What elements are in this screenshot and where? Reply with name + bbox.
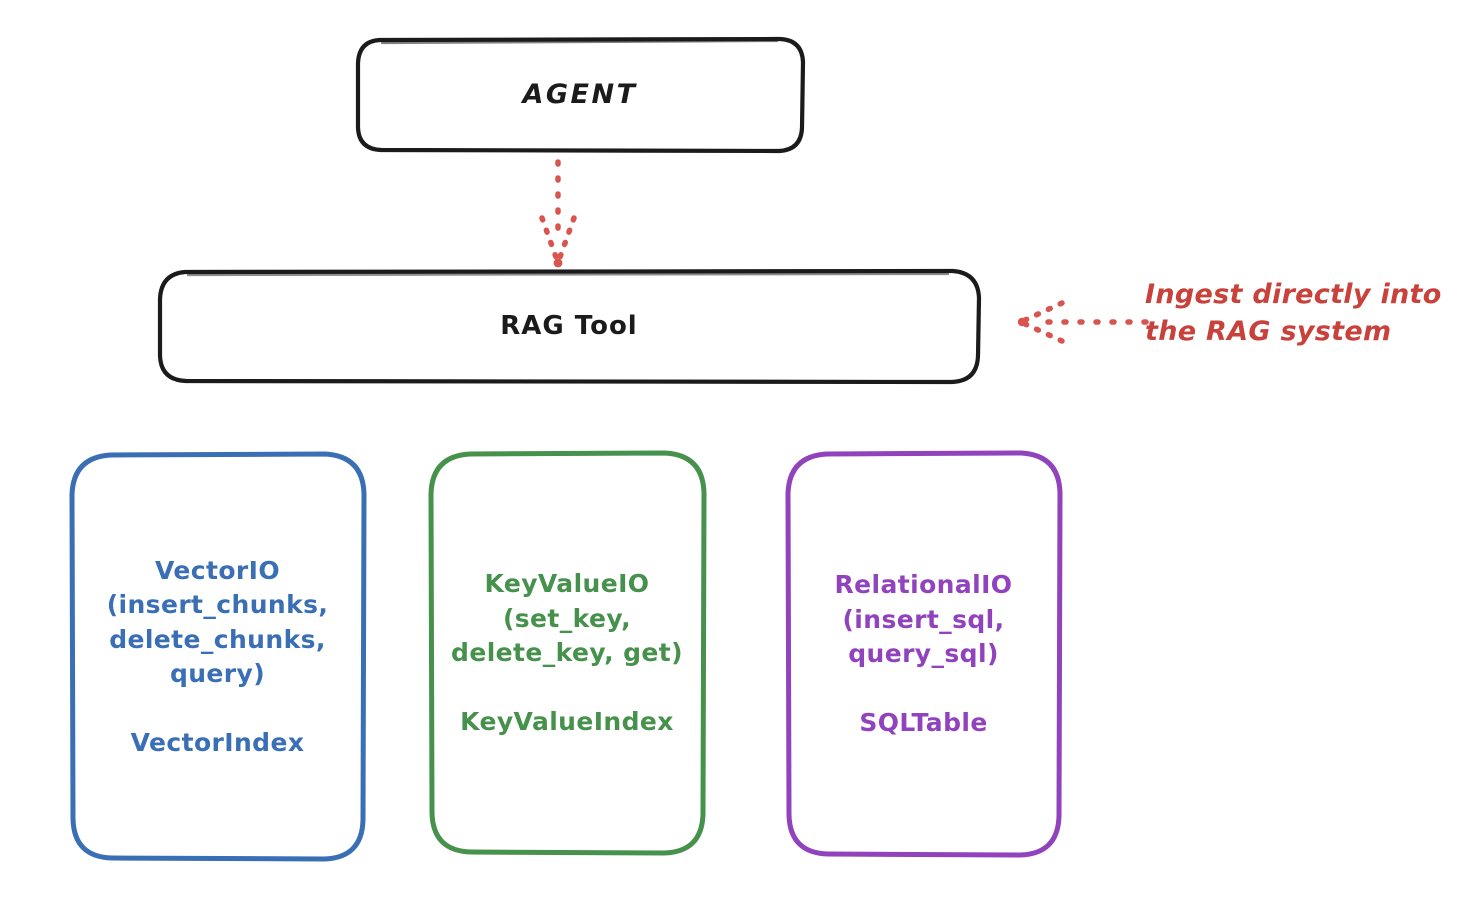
rag-tool-label: RAG Tool <box>500 311 638 342</box>
key-value-io-label: KeyValueIO (set_key, delete_key, get) Ke… <box>451 569 683 737</box>
node-agent[interactable]: AGENT <box>354 36 806 154</box>
relational-io-label: RelationalIO (insert_sql, query_sql) SQL… <box>834 570 1013 738</box>
ingest-annotation-arrow <box>1017 300 1149 344</box>
node-rag-tool[interactable]: RAG Tool <box>155 268 983 385</box>
key-value-io-box-outline <box>428 450 707 856</box>
agent-box-outline <box>355 36 806 154</box>
vector-io-box-outline <box>69 451 367 862</box>
relational-io-box-outline <box>785 450 1063 858</box>
node-relational-io[interactable]: RelationalIO (insert_sql, query_sql) SQL… <box>783 449 1064 860</box>
node-vector-io[interactable]: VectorIO (insert_chunks, delete_chunks, … <box>67 450 368 864</box>
agent-label: AGENT <box>522 79 638 111</box>
vector-io-label: VectorIO (insert_chunks, delete_chunks, … <box>106 555 329 758</box>
agent-to-rag-tool-arrow <box>539 159 577 268</box>
node-key-value-io[interactable]: KeyValueIO (set_key, delete_key, get) Ke… <box>426 449 708 858</box>
rag-tool-box-outline <box>157 268 982 385</box>
ingest-annotation-text: Ingest directly into the RAG system <box>1145 279 1442 347</box>
